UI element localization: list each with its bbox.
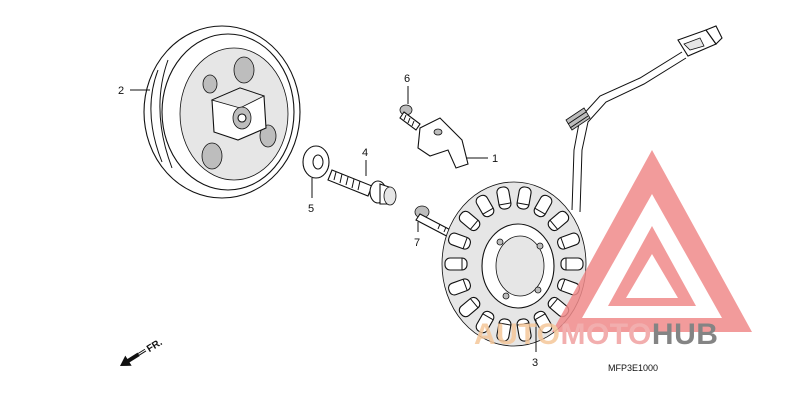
leader-lines bbox=[130, 86, 537, 352]
stator-coil-winding bbox=[498, 202, 511, 206]
callout-1: 1 bbox=[492, 153, 498, 165]
stator-coil-winding bbox=[482, 313, 494, 321]
stator-coil-winding bbox=[534, 207, 546, 215]
stator-coil-winding bbox=[462, 237, 468, 249]
stator-coil-winding bbox=[462, 279, 468, 291]
stator-coil bbox=[533, 194, 553, 218]
stator-coil bbox=[447, 278, 472, 296]
small-bolt bbox=[399, 104, 421, 131]
stator-coil-winding bbox=[549, 298, 559, 309]
stator-coil bbox=[444, 257, 468, 271]
callout-7: 7 bbox=[414, 237, 420, 249]
callout-4: 4 bbox=[362, 147, 368, 159]
flywheel-rotor bbox=[143, 25, 301, 199]
callout-3: 3 bbox=[532, 357, 538, 369]
stator-coil-winding bbox=[534, 313, 546, 321]
stator-coil-winding bbox=[560, 237, 566, 249]
watermark-logo: AUTOMOTOHUB bbox=[474, 150, 752, 351]
stator-coil-winding bbox=[517, 202, 530, 206]
watermark-text: AUTOMOTOHUB bbox=[474, 318, 718, 351]
stator-coil-winding bbox=[560, 279, 566, 291]
stator-coil-winding bbox=[469, 298, 479, 309]
stator-coil bbox=[556, 232, 581, 250]
stator-coil bbox=[475, 310, 495, 334]
wire-clamp bbox=[417, 117, 469, 169]
watermark-triangle-icon bbox=[552, 150, 752, 332]
stator-coil bbox=[447, 232, 472, 250]
stator-coil-winding bbox=[517, 322, 530, 326]
front-direction-arrow: FR. bbox=[120, 337, 165, 366]
stator-coil bbox=[533, 310, 553, 334]
stator-assembly bbox=[441, 25, 723, 347]
stator-coil bbox=[458, 210, 481, 232]
diagram-code: MFP3E1000 bbox=[608, 363, 658, 373]
washer bbox=[302, 145, 330, 179]
stator-coil bbox=[475, 194, 495, 218]
stator-coil bbox=[560, 257, 584, 271]
callout-6: 6 bbox=[404, 73, 410, 85]
flange-bolt bbox=[327, 169, 397, 206]
stator-coil-winding bbox=[498, 322, 511, 326]
callout-2: 2 bbox=[118, 85, 124, 97]
stator-coil bbox=[458, 296, 481, 318]
callout-5: 5 bbox=[308, 203, 314, 215]
stator-coil-winding bbox=[482, 207, 494, 215]
stator-coil bbox=[547, 210, 570, 232]
front-direction-label: FR. bbox=[145, 337, 165, 355]
stator-coil-winding bbox=[549, 219, 559, 230]
stator-coil-winding bbox=[469, 219, 479, 230]
